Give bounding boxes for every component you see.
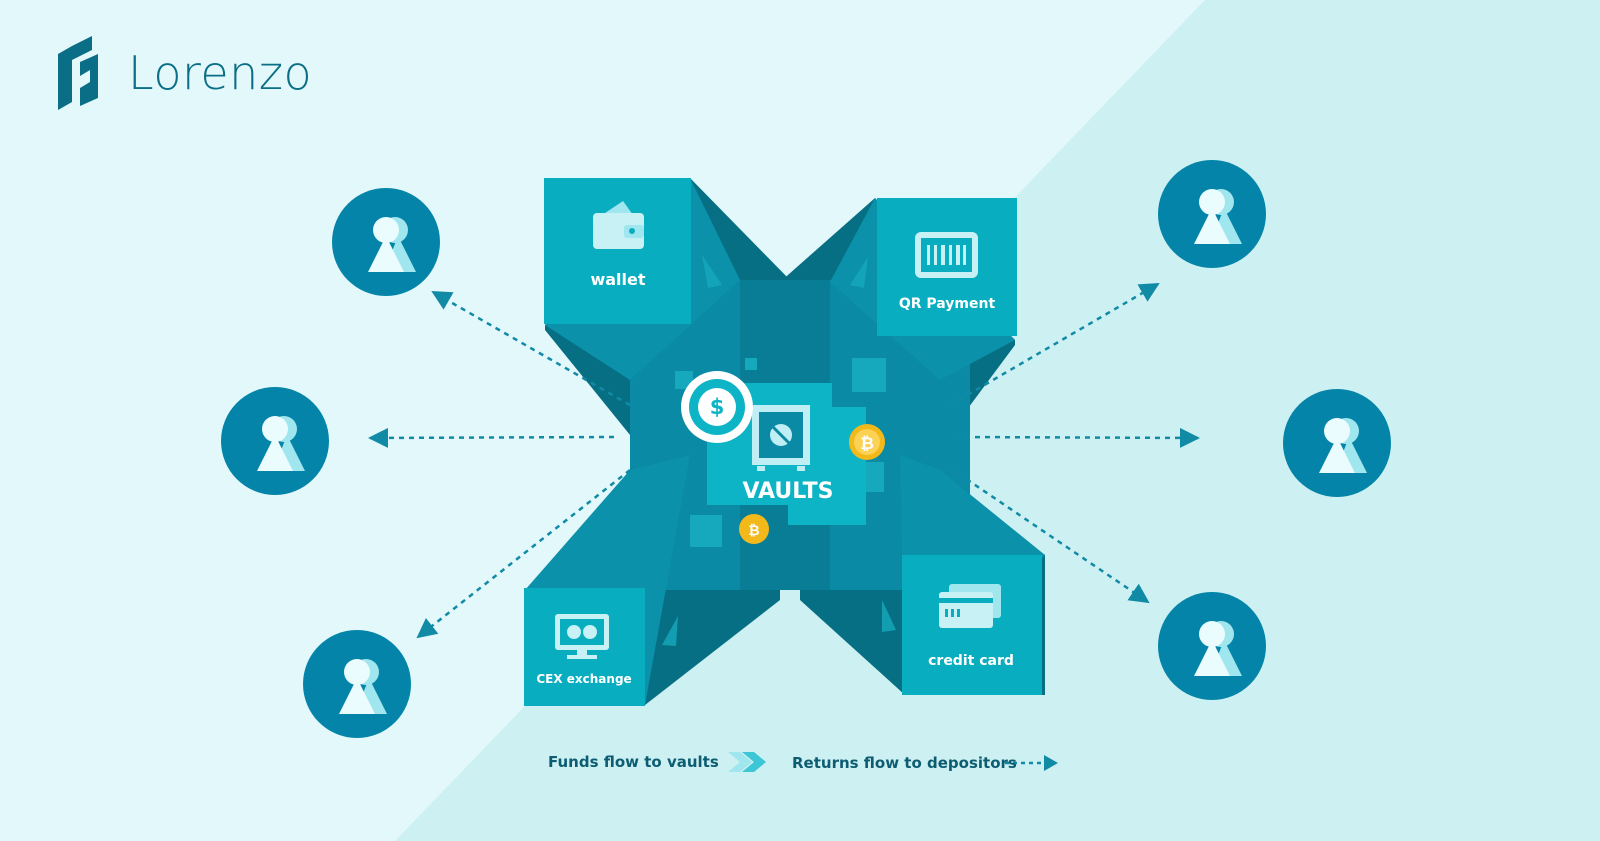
qr-payment-box: QR Payment [877,198,1017,336]
svg-text:₿: ₿ [748,523,759,539]
svg-text:$: $ [710,395,725,419]
lorenzo-logo: Lorenzo [58,36,312,110]
user-icon [1283,389,1391,497]
arrow-to-user-mid-left [370,437,614,438]
vaults-label: VAULTS [743,479,834,504]
bitcoin-coin-small-icon: ₿ [739,514,769,544]
svg-text:₿: ₿ [860,434,874,454]
legend-funds-flow: Funds flow to vaults [548,753,719,771]
credit-card-label: credit card [928,653,1014,669]
user-icon [303,630,411,738]
bitcoin-coin-icon: ₿ [849,424,885,460]
dollar-coin-icon: $ [681,371,753,443]
user-icon [221,387,329,495]
safe-icon [752,405,810,471]
user-icon [332,188,440,296]
wallet-label: wallet [590,270,645,289]
cex-exchange-label: CEX exchange [536,672,631,686]
background-diagonal [395,0,1600,841]
qr-payment-icon [915,232,978,278]
legend-returns-flow: Returns flow to depositors [792,754,1017,772]
qr-payment-label: QR Payment [899,296,996,312]
credit-card-box: credit card [902,555,1042,695]
user-icon [1158,592,1266,700]
user-icon [1158,160,1266,268]
brand-name: Lorenzo [128,46,312,100]
cex-exchange-box: CEX exchange [524,588,645,706]
lorenzo-logo-icon [58,36,98,110]
wallet-box: wallet [544,178,691,324]
